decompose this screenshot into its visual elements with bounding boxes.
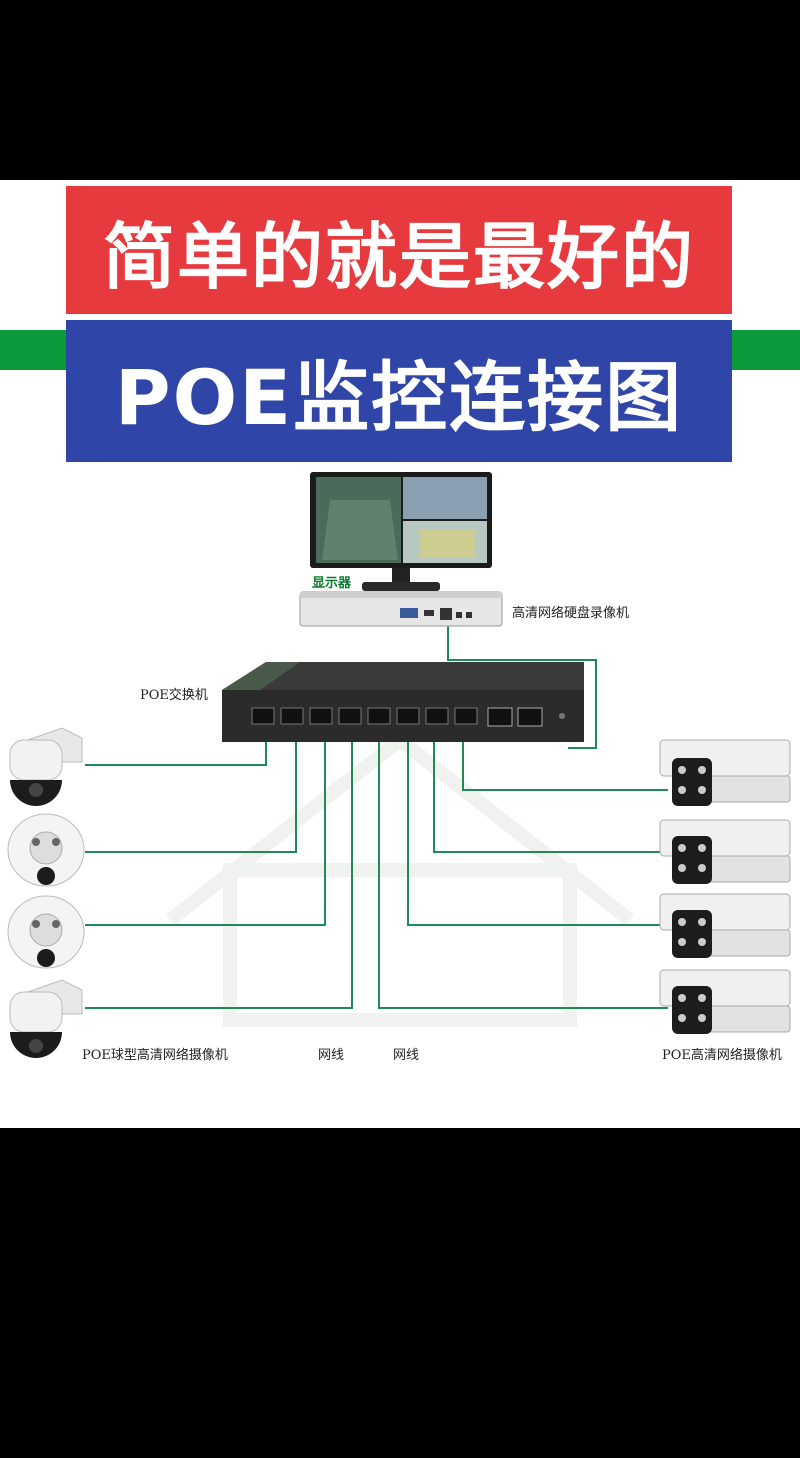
cable-left-2 <box>85 728 297 853</box>
title-banner-bottom: POE监控连接图 <box>66 320 732 462</box>
cable-right-3 <box>407 728 668 926</box>
connection-diagram <box>7 472 791 1058</box>
dome-camera-1 <box>7 813 85 887</box>
bullet-camera-2 <box>659 819 791 884</box>
network-cables <box>85 622 668 1009</box>
poe-switch <box>222 662 584 742</box>
cable-label-1: 网线 <box>318 1048 345 1063</box>
cable-nvr-uplink <box>447 622 597 749</box>
cable-right-4 <box>378 728 668 1009</box>
ptz-camera-2 <box>9 979 83 1058</box>
monitor-label: 显示器 <box>312 576 352 591</box>
title-line-2: POE监控连接图 <box>114 353 684 442</box>
switch-ports <box>251 707 543 727</box>
title-banner-top: 简单的就是最好的 <box>66 186 732 314</box>
bullet-camera-4 <box>659 969 791 1034</box>
nvr-recorder <box>299 591 503 627</box>
ptz-camera-1 <box>9 727 83 806</box>
switch-label: POE交换机 <box>140 688 208 703</box>
bullet-camera-1 <box>659 739 791 806</box>
cable-label-2: 网线 <box>393 1048 420 1063</box>
cable-left-3 <box>85 728 326 926</box>
bullet-cameras-label: POE高清网络摄像机 <box>662 1048 782 1063</box>
bullet-camera-3 <box>659 893 791 958</box>
cable-right-2 <box>433 728 668 853</box>
dome-camera-2 <box>7 895 85 969</box>
cable-right-1 <box>462 728 668 791</box>
monitor <box>310 472 492 591</box>
dome-cameras-label: POE球型高清网络摄像机 <box>82 1048 228 1063</box>
title-line-1: 简单的就是最好的 <box>102 214 695 299</box>
diagram-canvas: 简单的就是最好的 POE监控连接图 <box>0 180 800 1128</box>
cable-left-4 <box>85 728 353 1009</box>
nvr-label: 高清网络硬盘录像机 <box>512 606 630 621</box>
watermark-house <box>165 731 635 1027</box>
